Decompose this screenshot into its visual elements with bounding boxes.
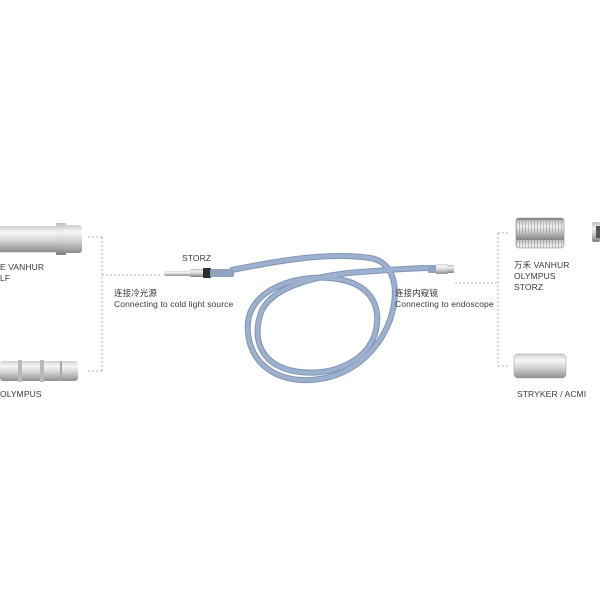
right-brand-line3: STORZ [514,282,544,292]
left-bracket [88,236,160,372]
left-bottom-label: OLYMPUS [0,389,42,399]
light-source-label-cn: 连接冷光源 [114,288,158,298]
endoscope-label-cn: 连接内窥镜 [395,288,439,298]
right-bracket [455,232,510,367]
left-bottom-adapter [0,360,78,382]
right-bottom-label: STRYKER / ACMI [517,389,587,399]
storz-top-label: STORZ [182,253,212,263]
light-source-label-en: Connecting to cold light source [114,299,234,309]
left-top-label-line1: E VANHUR [0,262,45,272]
endoscope-label-en: Connecting to endoscope [395,299,494,309]
right-brand-line2: OLYMPUS [514,271,556,281]
left-top-adapter [0,223,82,255]
fiber-optic-cable [164,252,454,384]
left-top-label-line2: LF [0,273,11,283]
right-top-adapter [515,217,600,249]
right-brand-line1: 万禾 VANHUR [514,260,570,270]
right-bottom-adapter [513,353,567,379]
